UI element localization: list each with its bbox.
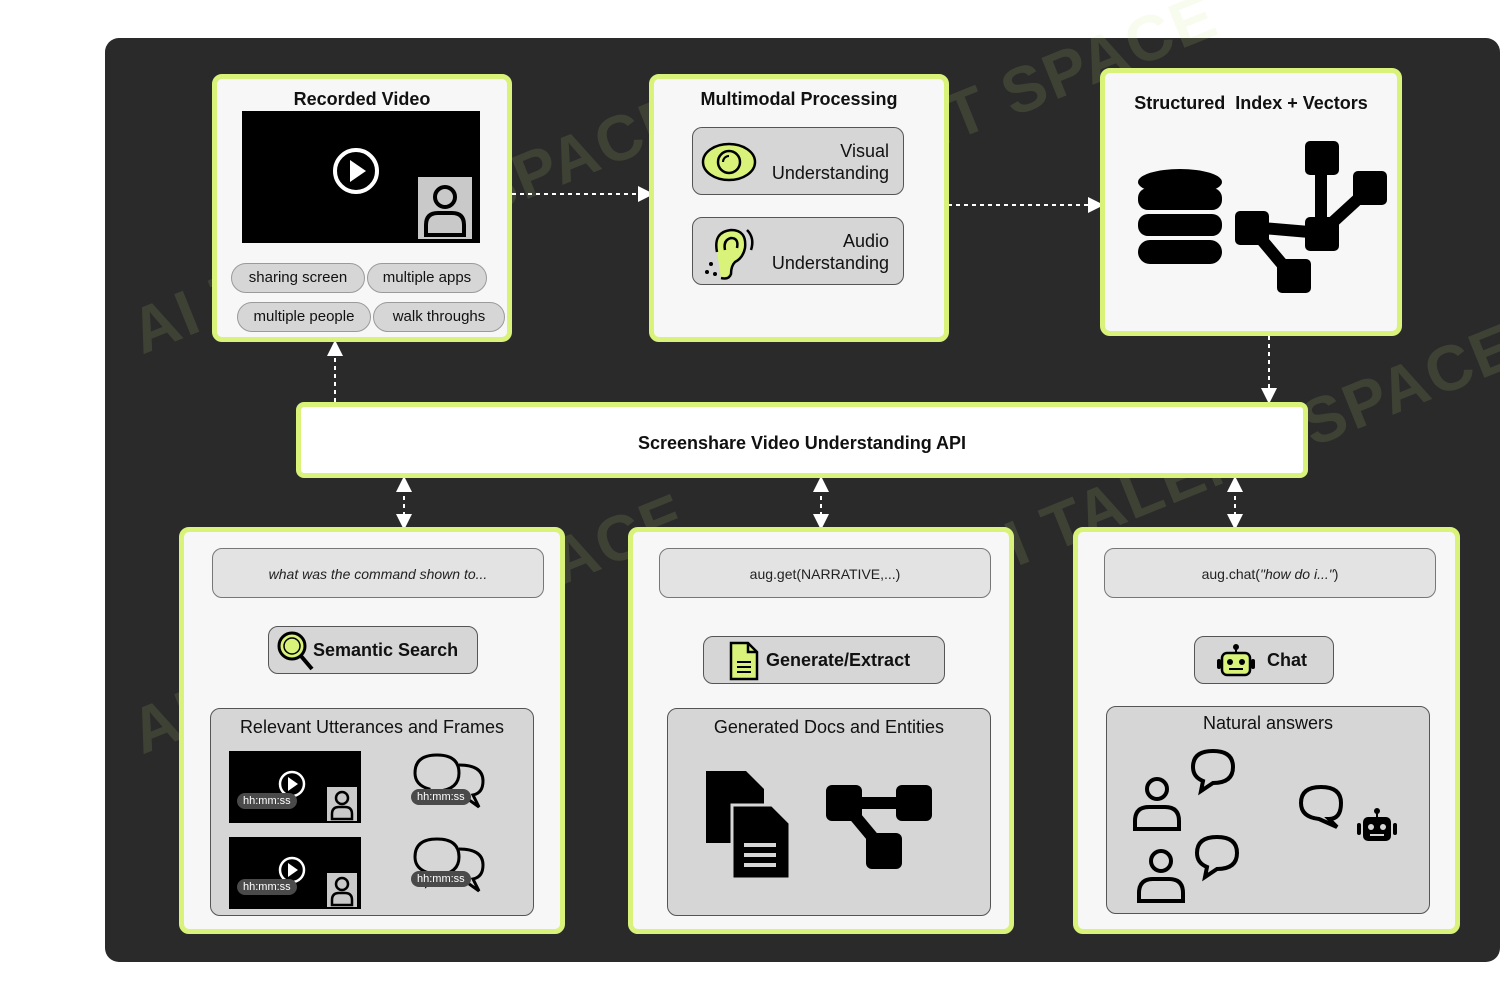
search-query: what was the command shown to... (212, 548, 544, 598)
generate-extract-label: Generate/Extract (766, 650, 911, 670)
magnifier-icon (277, 631, 314, 671)
chat-box: aug.chat("how do i...") Chat Natural ans… (1073, 527, 1460, 934)
robot-icon (1217, 644, 1255, 677)
eye-icon (701, 142, 757, 182)
audio-understanding-module: Audio Understanding (692, 217, 904, 285)
natural-answers-panel: Natural answers (1106, 706, 1430, 914)
semantic-search-box: what was the command shown to... Semanti… (179, 527, 565, 934)
recorded-video-title: Recorded Video (293, 89, 431, 109)
timestamp-badge: hh:mm:ss (237, 879, 297, 895)
timestamp-badge: hh:mm:ss (411, 871, 471, 887)
generate-extract-button: Generate/Extract (703, 636, 945, 684)
documents-icon (706, 771, 792, 881)
visual-understanding-module: Visual Understanding (692, 127, 904, 195)
chat-button: Chat (1194, 636, 1334, 684)
tag-sharing-screen: sharing screen (231, 263, 365, 293)
audio-label-1: Audio (842, 231, 889, 251)
timestamp-badge: hh:mm:ss (237, 793, 297, 809)
recorded-video-box: Recorded Video sharing screen multiple a… (212, 74, 512, 342)
vector-graph-icon (1235, 141, 1387, 293)
video-understanding-api: Screenshare Video Understanding API (296, 402, 1308, 478)
person-icon (327, 787, 357, 821)
semantic-search-button: Semantic Search (268, 626, 478, 674)
frame-thumbnail-1: hh:mm:ss (229, 751, 361, 823)
utterance-2: hh:mm:ss (409, 833, 489, 897)
api-label: Screenshare Video Understanding API (637, 433, 967, 453)
document-icon (729, 641, 759, 681)
generated-docs-title: Generated Docs and Entities (713, 717, 945, 737)
multimodal-processing-box: Multimodal Processing Visual Understandi… (649, 74, 949, 342)
generate-query: aug.get(NARRATIVE,...) (659, 548, 991, 598)
relevant-results-panel: Relevant Utterances and Frames hh:mm:ss … (210, 708, 534, 916)
chat-query: aug.chat("how do i...") (1104, 548, 1436, 598)
chat-label: Chat (1267, 650, 1307, 670)
index-title: Structured Index + Vectors (1134, 93, 1368, 113)
speech-bubbles-icon (413, 837, 485, 893)
person-icon (327, 873, 357, 907)
play-icon (333, 148, 379, 194)
tag-walk-throughs: walk throughs (373, 302, 505, 332)
tag-multiple-apps: multiple apps (367, 263, 487, 293)
multimodal-title: Multimodal Processing (700, 89, 898, 109)
visual-label-1: Visual (840, 141, 889, 161)
database-icon (1138, 169, 1222, 264)
conversation-icon (1133, 748, 1397, 903)
frame-thumbnail-2: hh:mm:ss (229, 837, 361, 909)
video-thumbnail (242, 111, 480, 243)
entity-graph-icon (826, 785, 932, 869)
audio-label-2: Understanding (771, 253, 889, 273)
visual-label-2: Understanding (771, 163, 889, 183)
natural-answers-title: Natural answers (1202, 713, 1334, 733)
semantic-search-label: Semantic Search (313, 640, 459, 660)
person-icon (418, 177, 472, 239)
tag-multiple-people: multiple people (237, 302, 371, 332)
structured-index-box: Structured Index + Vectors (1100, 68, 1402, 336)
relevant-results-title: Relevant Utterances and Frames (239, 717, 505, 737)
utterance-1: hh:mm:ss (409, 749, 489, 813)
generate-extract-box: aug.get(NARRATIVE,...) Generate/Extract … (628, 527, 1014, 934)
ear-icon (705, 228, 754, 280)
timestamp-badge: hh:mm:ss (411, 789, 471, 805)
generated-docs-panel: Generated Docs and Entities (667, 708, 991, 916)
